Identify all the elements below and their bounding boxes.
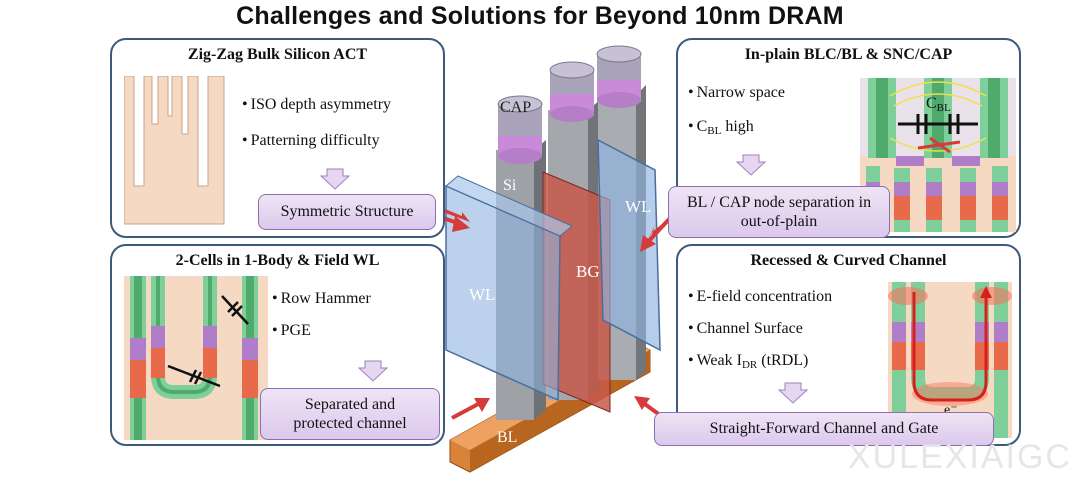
bg-label: BG bbox=[576, 262, 600, 281]
panel-title-recessed: Recessed & Curved Channel bbox=[750, 252, 947, 269]
panel-title-inplain: In-plain BLC/BL & SNC/CAP bbox=[744, 46, 953, 63]
callout-separated: Separated and protected channel bbox=[260, 388, 440, 440]
cross-mark-icon bbox=[917, 136, 961, 154]
panel-inplain: In-plain BLC/BL & SNC/CAP Narrow space C… bbox=[668, 38, 1021, 238]
bullet-pge: PGE bbox=[272, 322, 311, 340]
callout-symmetric: Symmetric Structure bbox=[258, 194, 436, 230]
panel-title-zigzag: Zig-Zag Bulk Silicon ACT bbox=[187, 46, 368, 63]
wl-left-label: WL bbox=[469, 285, 495, 304]
bl-label: BL bbox=[497, 429, 517, 446]
down-arrow-icon bbox=[358, 360, 388, 382]
watermark: XULEXIAIGC bbox=[847, 438, 1072, 476]
bullet-cbl-high: CBL high bbox=[688, 118, 754, 137]
cbl-diagram-label: CBL bbox=[926, 95, 951, 114]
panel-recessed: Recessed & Curved Channel E-field concen… bbox=[654, 244, 1021, 446]
bullet-row-hammer: Row Hammer bbox=[272, 290, 371, 308]
bullet-efield: E-field concentration bbox=[688, 288, 833, 306]
twocells-illustration bbox=[124, 276, 268, 440]
cap-cylinders bbox=[497, 45, 642, 164]
wl-plate-right bbox=[597, 138, 661, 352]
panel-title-twocells: 2-Cells in 1-Body & Field WL bbox=[175, 252, 380, 269]
callout-node-separation: BL / CAP node separation in out-of-plain bbox=[668, 186, 890, 238]
capacitor-symbol-icon bbox=[898, 114, 978, 134]
panel-twocells: 2-Cells in 1-Body & Field WL bbox=[110, 244, 445, 446]
cap-label: CAP bbox=[500, 99, 531, 116]
down-arrow-icon bbox=[320, 168, 350, 190]
bullet-channel-surface: Channel Surface bbox=[688, 320, 803, 338]
arrow-up-icon bbox=[980, 286, 992, 298]
bullet-iso-depth: ISO depth asymmetry bbox=[242, 96, 391, 114]
si-label: Si bbox=[503, 177, 517, 194]
page-title: Challenges and Solutions for Beyond 10nm… bbox=[236, 2, 844, 30]
bullet-weak-idr: Weak IDR (tRDL) bbox=[688, 352, 809, 371]
capacitor-symbol-icon bbox=[167, 295, 249, 388]
callout-straight-forward: Straight-Forward Channel and Gate bbox=[654, 412, 994, 446]
down-arrow-icon bbox=[778, 382, 808, 404]
panel-zigzag: Zig-Zag Bulk Silicon ACT ISO depth asymm… bbox=[110, 38, 445, 238]
down-arrow-icon bbox=[736, 154, 766, 176]
zigzag-silicon-illustration bbox=[124, 76, 225, 225]
wl-right-label: WL bbox=[625, 197, 651, 216]
bullet-patterning: Patterning difficulty bbox=[242, 132, 380, 150]
bullet-narrow-space: Narrow space bbox=[688, 84, 785, 102]
